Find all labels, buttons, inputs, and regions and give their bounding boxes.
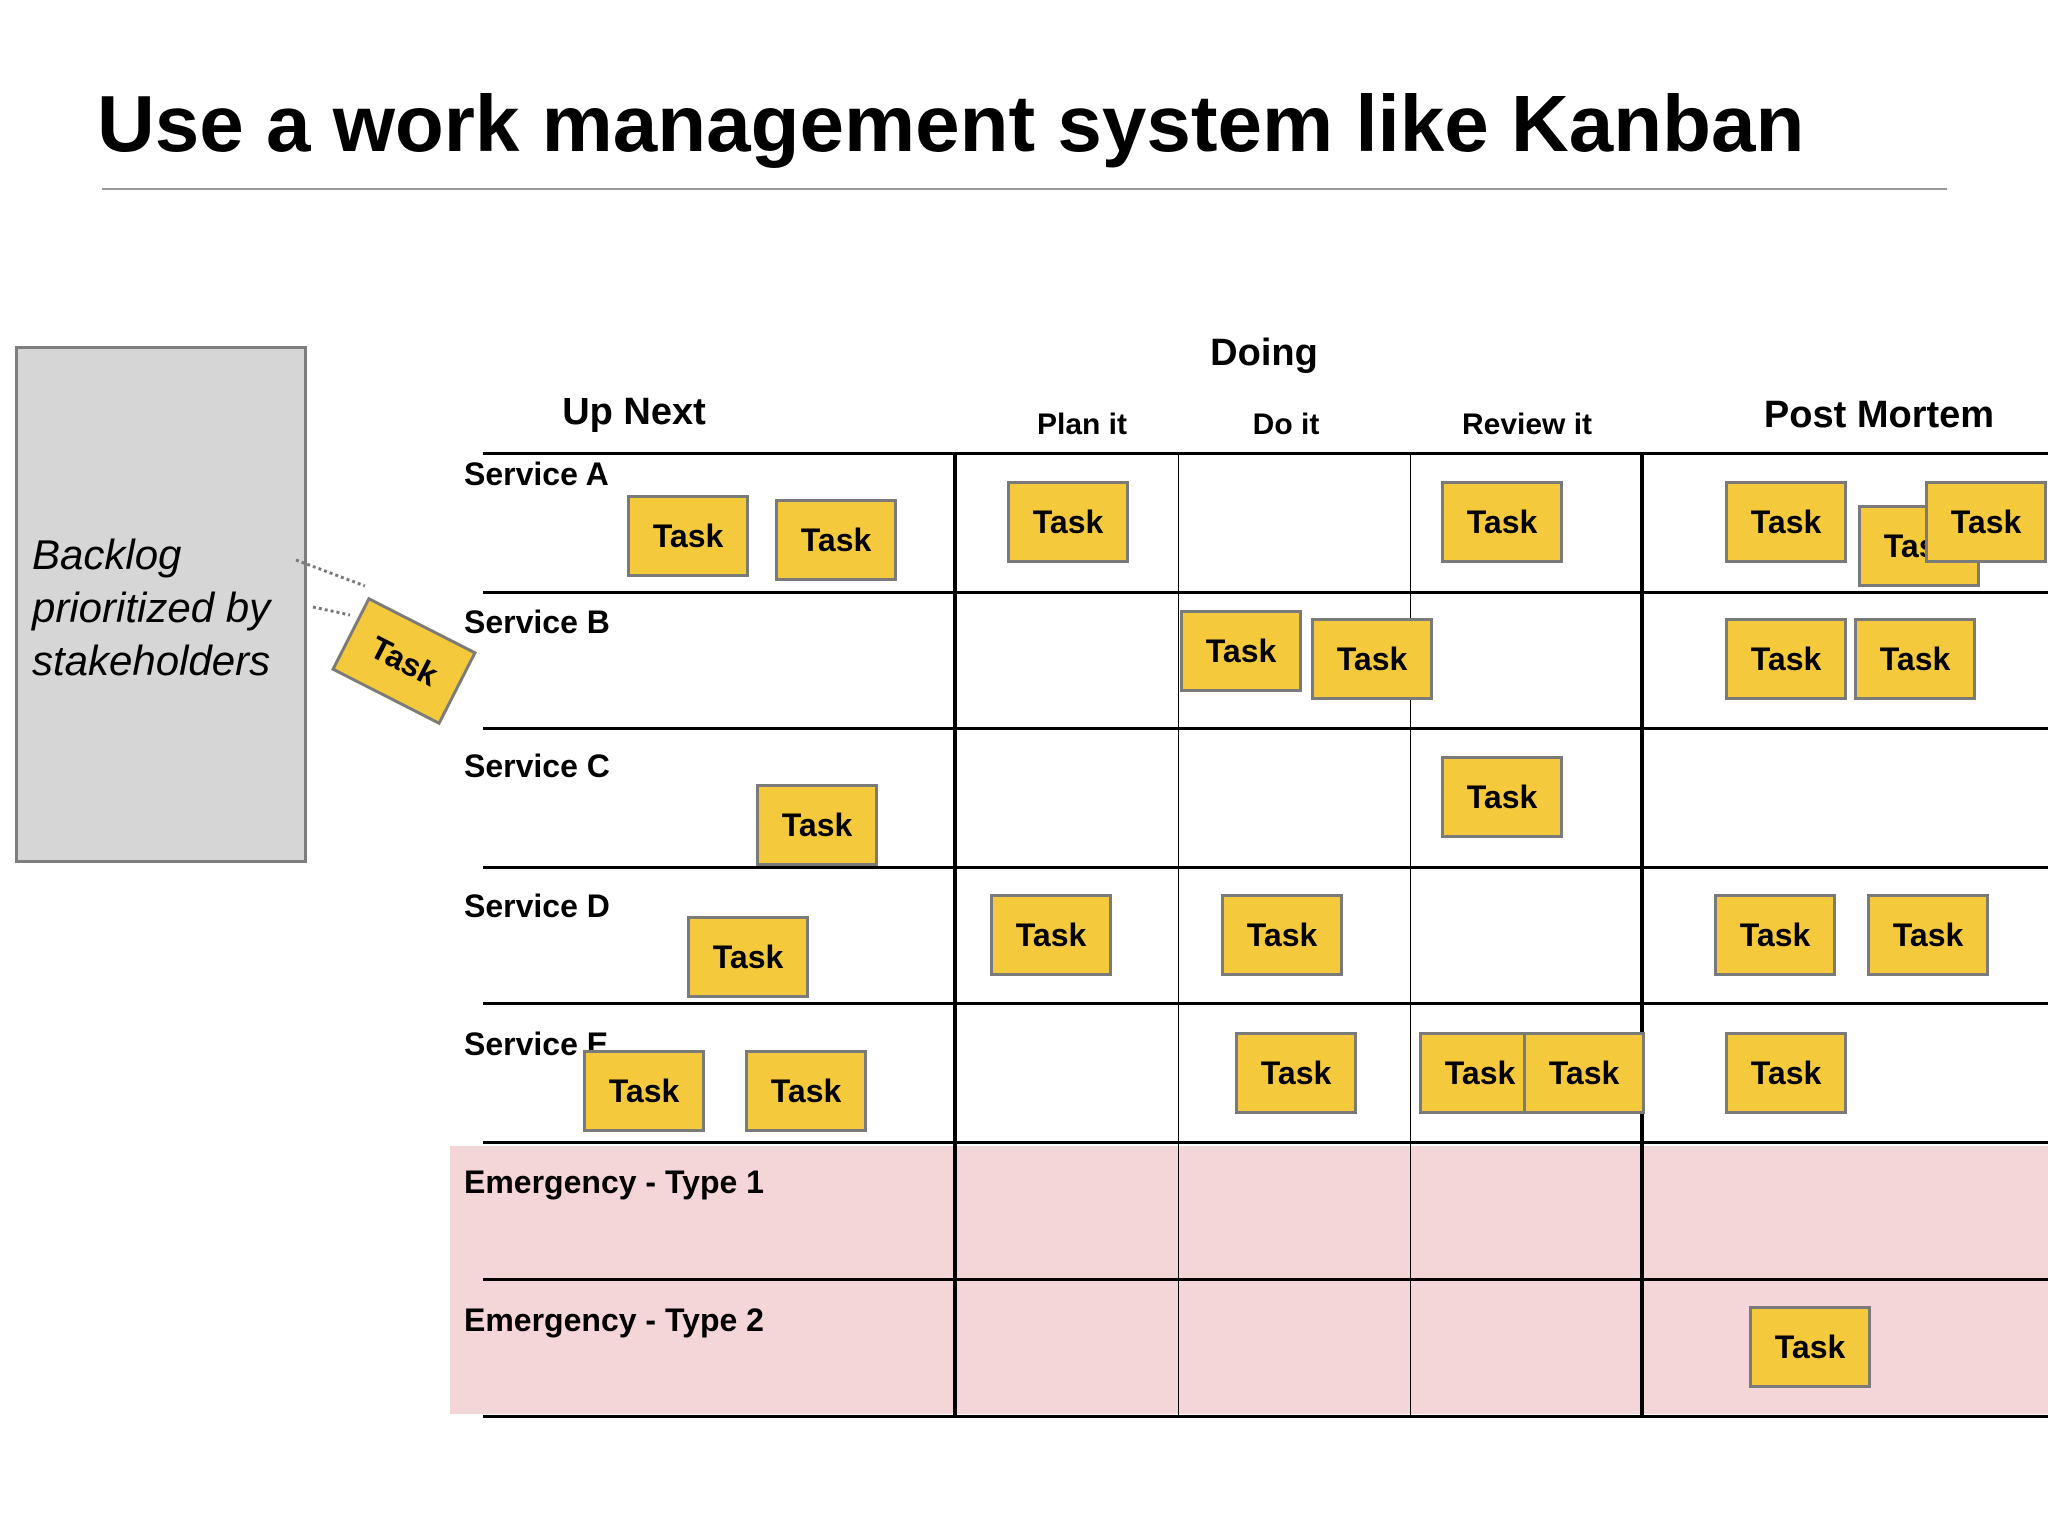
group-header-doing: Doing bbox=[1210, 332, 1318, 374]
task-label: Task bbox=[770, 1072, 842, 1109]
task-label: Task bbox=[1015, 916, 1087, 953]
row-label-service-b: Service B bbox=[464, 604, 610, 640]
task-card-service-c-up-next[interactable]: Task bbox=[756, 784, 878, 866]
row-label-service-d: Service D bbox=[464, 888, 610, 924]
row-label-emergency-type-1: Emergency - Type 1 bbox=[464, 1164, 764, 1200]
task-card-service-d-do-it[interactable]: Task bbox=[1221, 894, 1343, 976]
task-label: Task bbox=[1444, 1054, 1516, 1091]
row-divider bbox=[483, 1141, 2048, 1144]
task-label: Task bbox=[1466, 778, 1538, 815]
task-label: Task bbox=[1260, 1054, 1332, 1091]
task-card-service-e-do-it[interactable]: Task bbox=[1235, 1032, 1357, 1114]
task-card-service-e-post-mortem[interactable]: Task bbox=[1725, 1032, 1847, 1114]
row-divider bbox=[483, 727, 2048, 730]
task-card-service-b-post-mortem[interactable]: Task bbox=[1725, 618, 1847, 700]
column-header-post-mortem: Post Mortem bbox=[1763, 394, 1995, 436]
column-header-review-it: Review it bbox=[1461, 408, 1593, 441]
task-label: Task bbox=[1548, 1054, 1620, 1091]
task-card-service-b-post-mortem[interactable]: Task bbox=[1854, 618, 1976, 700]
task-label: Task bbox=[1336, 640, 1408, 677]
task-card-service-b-do-it[interactable]: Task bbox=[1180, 610, 1302, 692]
backlog-box bbox=[15, 346, 307, 863]
row-label-service-c: Service C bbox=[464, 748, 610, 784]
task-card-service-d-post-mortem[interactable]: Task bbox=[1714, 894, 1836, 976]
task-label: Task bbox=[608, 1072, 680, 1109]
task-card-service-a-review-it[interactable]: Task bbox=[1441, 481, 1563, 563]
column-header-do-it: Do it bbox=[1252, 408, 1320, 441]
row-divider bbox=[483, 1415, 2048, 1418]
task-label: Task bbox=[1950, 503, 2022, 540]
task-label: Task bbox=[1892, 916, 1964, 953]
task-label: Task bbox=[781, 806, 853, 843]
task-label: Task bbox=[652, 517, 724, 554]
backlog-label: Backlog prioritized by stakeholders bbox=[32, 531, 271, 684]
task-label: Task bbox=[1739, 916, 1811, 953]
task-label: Task bbox=[1750, 503, 1822, 540]
row-divider bbox=[483, 1278, 2048, 1281]
task-label: Task bbox=[1750, 640, 1822, 677]
row-divider bbox=[483, 591, 2048, 594]
task-label: Task bbox=[1205, 632, 1277, 669]
task-card-service-d-post-mortem[interactable]: Task bbox=[1867, 894, 1989, 976]
task-card-service-e-review-it[interactable]: Task bbox=[1419, 1032, 1541, 1114]
task-label: Task bbox=[1774, 1328, 1846, 1365]
task-card-service-b-do-it[interactable]: Task bbox=[1311, 618, 1433, 700]
row-label-service-a: Service A bbox=[464, 456, 609, 492]
task-card-service-a-post-mortem[interactable]: Task bbox=[1925, 481, 2047, 563]
task-card-service-c-review-it[interactable]: Task bbox=[1441, 756, 1563, 838]
column-divider-minor bbox=[1178, 452, 1179, 1418]
row-divider bbox=[483, 866, 2048, 869]
row-label-emergency-type-2: Emergency - Type 2 bbox=[464, 1302, 764, 1338]
column-header-up-next: Up Next bbox=[562, 391, 706, 433]
row-divider bbox=[483, 452, 2048, 455]
title-divider bbox=[102, 188, 1947, 190]
task-card-service-a-post-mortem[interactable]: Task bbox=[1725, 481, 1847, 563]
column-divider-major bbox=[1640, 452, 1644, 1418]
task-card-emergency-type-2-post-mortem[interactable]: Task bbox=[1749, 1306, 1871, 1388]
column-divider-minor bbox=[1410, 452, 1411, 1418]
column-header-plan-it: Plan it bbox=[1036, 408, 1128, 441]
task-card-service-a-plan-it[interactable]: Task bbox=[1007, 481, 1129, 563]
task-label: Task bbox=[712, 938, 784, 975]
connector-line-bottom bbox=[312, 605, 351, 617]
backlog-task-card[interactable]: Task bbox=[331, 596, 477, 726]
slide-title: Use a work management system like Kanban bbox=[97, 79, 1805, 168]
task-label: Task bbox=[1246, 916, 1318, 953]
task-label: Task bbox=[1466, 503, 1538, 540]
task-label: Task bbox=[1750, 1054, 1822, 1091]
task-card-service-e-up-next[interactable]: Task bbox=[745, 1050, 867, 1132]
task-card-service-a-up-next[interactable]: Task bbox=[627, 495, 749, 577]
row-divider bbox=[483, 1002, 2048, 1005]
task-card-service-e-up-next[interactable]: Task bbox=[583, 1050, 705, 1132]
task-label: Task bbox=[364, 628, 444, 693]
column-divider-major bbox=[953, 452, 957, 1418]
task-card-service-a-up-next[interactable]: Task bbox=[775, 499, 897, 581]
task-label: Task bbox=[1032, 503, 1104, 540]
task-card-service-d-up-next[interactable]: Task bbox=[687, 916, 809, 998]
task-card-service-d-plan-it[interactable]: Task bbox=[990, 894, 1112, 976]
task-label: Task bbox=[1879, 640, 1951, 677]
task-label: Task bbox=[800, 521, 872, 558]
task-card-service-e-review-it[interactable]: Task bbox=[1523, 1032, 1645, 1114]
